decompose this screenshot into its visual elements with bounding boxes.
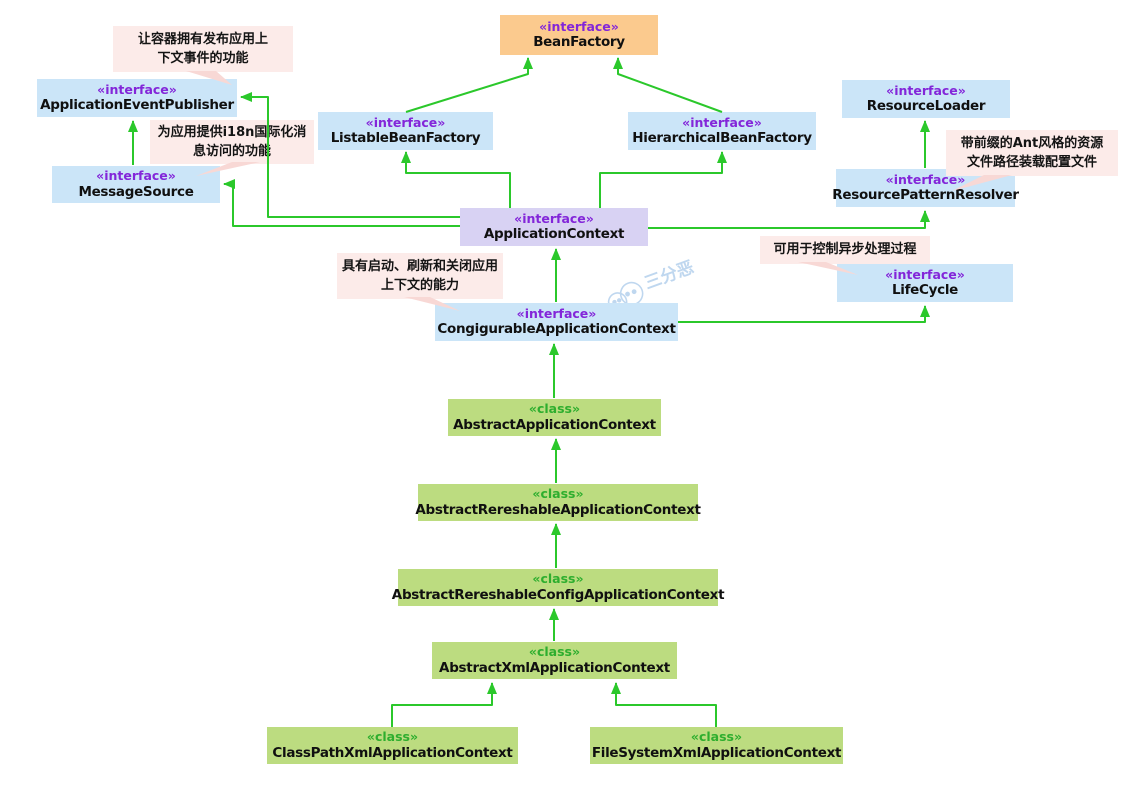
node-name: CongigurableApplicationContext xyxy=(437,321,676,338)
stereotype-label: «class» xyxy=(528,401,581,417)
node-abstract-application-context: «class» AbstractApplicationContext xyxy=(448,399,661,436)
note-configurable: 具有启动、刷新和关闭应用 上下文的能力 xyxy=(337,253,503,299)
node-name: AbstractRereshableApplicationContext xyxy=(415,501,701,518)
node-listable-bean-factory: «interface» ListableBeanFactory xyxy=(318,112,493,150)
node-file-system-xml-application-context: «class» FileSystemXmlApplicationContext xyxy=(590,727,843,764)
node-life-cycle: «interface» LifeCycle xyxy=(837,264,1013,302)
node-name: ListableBeanFactory xyxy=(330,130,481,147)
node-name: AbstractXmlApplicationContext xyxy=(439,659,670,676)
stereotype-label: «interface» xyxy=(886,82,966,98)
node-name: AbstractRereshableConfigApplicationConte… xyxy=(391,586,725,603)
node-name: ApplicationEventPublisher xyxy=(40,97,234,114)
node-abstract-rereshable-config-application-context: «class» AbstractRereshableConfigApplicat… xyxy=(392,569,725,606)
note-event-publisher: 让容器拥有发布应用上 下文事件的功能 xyxy=(113,26,293,72)
node-name: ApplicationContext xyxy=(483,226,625,243)
note-ant-style: 带前缀的Ant风格的资源 文件路径装载配置文件 xyxy=(946,130,1118,176)
watermark-text: 三分恶 xyxy=(642,258,697,294)
note-lifecycle: 可用于控制异步处理过程 xyxy=(760,236,930,264)
node-message-source: «interface» MessageSource xyxy=(52,166,220,203)
node-application-context: «interface» ApplicationContext xyxy=(460,208,648,246)
node-abstract-xml-application-context: «class» AbstractXmlApplicationContext xyxy=(432,642,677,679)
node-resource-loader: «interface» ResourceLoader xyxy=(842,80,1010,118)
node-name: MessageSource xyxy=(78,183,194,200)
node-name: AbstractApplicationContext xyxy=(453,416,656,433)
node-name: BeanFactory xyxy=(533,34,625,51)
node-name: HierarchicalBeanFactory xyxy=(632,130,812,147)
stereotype-label: «class» xyxy=(528,644,581,660)
node-bean-factory: «interface» BeanFactory xyxy=(500,15,658,55)
node-name: ResourceLoader xyxy=(866,98,986,115)
stereotype-label: «class» xyxy=(532,571,584,587)
stereotype-label: «interface» xyxy=(885,171,966,187)
node-name: FileSystemXmlApplicationContext xyxy=(591,744,842,761)
node-class-path-xml-application-context: «class» ClassPathXmlApplicationContext xyxy=(267,727,518,764)
stereotype-label: «interface» xyxy=(96,168,176,184)
node-congigurable-application-context: «interface» CongigurableApplicationConte… xyxy=(435,303,678,341)
stereotype-label: «interface» xyxy=(516,305,597,321)
stereotype-label: «interface» xyxy=(514,210,594,226)
stereotype-label: «interface» xyxy=(365,114,446,130)
node-hierarchical-bean-factory: «interface» HierarchicalBeanFactory xyxy=(628,112,816,150)
stereotype-label: «interface» xyxy=(682,114,762,130)
node-name: LifeCycle xyxy=(891,282,959,299)
node-name: ResourcePatternResolver xyxy=(832,187,1019,204)
node-application-event-publisher: «interface» ApplicationEventPublisher xyxy=(37,79,237,117)
stereotype-label: «class» xyxy=(690,729,743,745)
node-name: ClassPathXmlApplicationContext xyxy=(272,744,513,761)
stereotype-label: «interface» xyxy=(97,81,177,97)
stereotype-label: «class» xyxy=(366,729,419,745)
stereotype-label: «interface» xyxy=(885,266,965,282)
node-abstract-rereshable-application-context: «class» AbstractRereshableApplicationCon… xyxy=(415,484,701,521)
note-i18n: 为应用提供i18n国际化消 息访问的功能 xyxy=(150,120,314,164)
stereotype-label: «class» xyxy=(532,486,584,502)
stereotype-label: «interface» xyxy=(539,18,619,34)
